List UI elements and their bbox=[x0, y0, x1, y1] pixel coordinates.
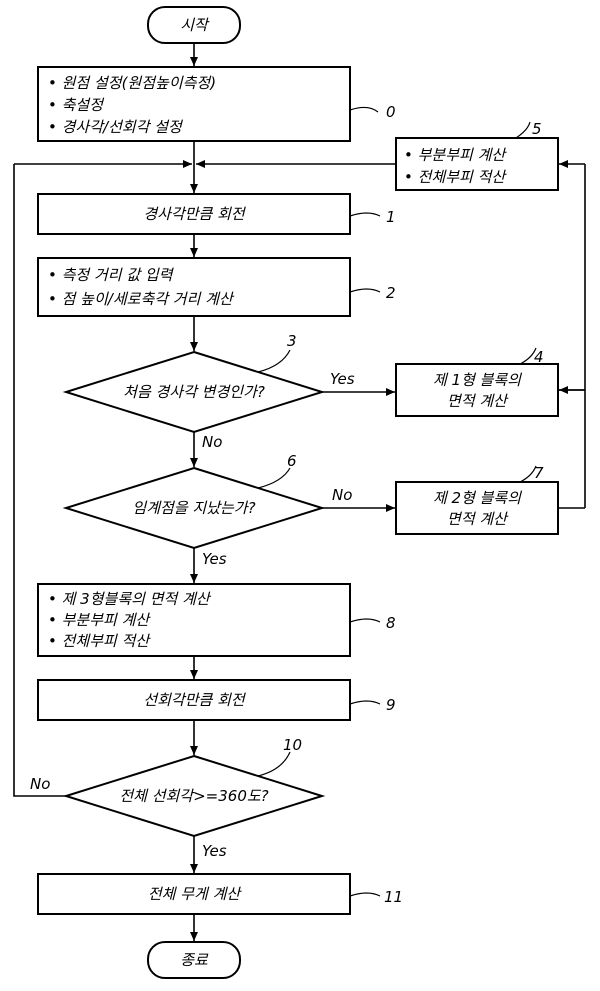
decision-10-label: 전체 선회각>=360도? bbox=[119, 787, 268, 805]
ref-1: 1 bbox=[386, 208, 396, 226]
leader-9 bbox=[350, 701, 380, 704]
ref-9: 9 bbox=[386, 696, 396, 714]
yes-label-10: Yes bbox=[202, 842, 227, 860]
step-0-line-3: • 경사각/선회각 설정 bbox=[48, 118, 184, 136]
step-0-line-2: • 축설정 bbox=[48, 96, 105, 114]
leader-2 bbox=[350, 289, 380, 292]
step-7-line-2: 면적 계산 bbox=[447, 510, 509, 528]
ref-5: 5 bbox=[532, 120, 542, 138]
start-label: 시작 bbox=[180, 16, 210, 34]
step-2-line-1: • 측정 거리 값 입력 bbox=[48, 266, 175, 284]
leader-5 bbox=[516, 122, 530, 138]
ref-0: 0 bbox=[386, 103, 396, 121]
step-0-line-1: • 원점 설정(원점높이측정) bbox=[48, 74, 216, 92]
leader-8 bbox=[350, 619, 380, 622]
ref-4: 4 bbox=[534, 348, 544, 366]
leader-6 bbox=[258, 468, 290, 488]
end-label: 종료 bbox=[180, 951, 209, 969]
step-8-line-3: • 전체부피 적산 bbox=[48, 632, 151, 650]
ref-11: 11 bbox=[384, 888, 403, 906]
step-5-line-2: • 전체부피 적산 bbox=[404, 168, 507, 186]
no-label-10: No bbox=[30, 775, 50, 793]
yes-label-3: Yes bbox=[330, 370, 355, 388]
yes-label-6: Yes bbox=[202, 550, 227, 568]
leader-10 bbox=[258, 752, 290, 776]
leader-3 bbox=[258, 350, 290, 372]
step-9-label: 선회각만큼 회전 bbox=[143, 691, 247, 709]
ref-6: 6 bbox=[287, 452, 297, 470]
no-label-3: No bbox=[202, 433, 222, 451]
leader-1 bbox=[350, 213, 380, 216]
leader-0 bbox=[350, 107, 378, 112]
no-label-6: No bbox=[332, 486, 352, 504]
step-7-line-1: 제 2형 블록의 bbox=[433, 489, 522, 507]
leader-11 bbox=[350, 893, 380, 896]
ref-10: 10 bbox=[283, 736, 302, 754]
step-5-line-1: • 부분부피 계산 bbox=[404, 146, 507, 164]
ref-3: 3 bbox=[287, 332, 297, 350]
step-8-line-1: • 제 3형블록의 면적 계산 bbox=[48, 590, 212, 608]
step-11-label: 전체 무게 계산 bbox=[148, 885, 243, 903]
step-2-line-2: • 점 높이/세로축각 거리 계산 bbox=[48, 290, 235, 308]
step-4-line-2: 면적 계산 bbox=[447, 392, 509, 410]
step-1-label: 경사각만큼 회전 bbox=[143, 205, 247, 223]
step-8-line-2: • 부분부피 계산 bbox=[48, 611, 151, 629]
step-4-line-1: 제 1형 블록의 bbox=[433, 371, 522, 389]
ref-7: 7 bbox=[534, 464, 544, 482]
decision-3-label: 처음 경사각 변경인가? bbox=[123, 383, 265, 401]
decision-6-label: 임계점을 지났는가? bbox=[132, 499, 255, 517]
ref-2: 2 bbox=[386, 284, 396, 302]
ref-8: 8 bbox=[386, 614, 396, 632]
